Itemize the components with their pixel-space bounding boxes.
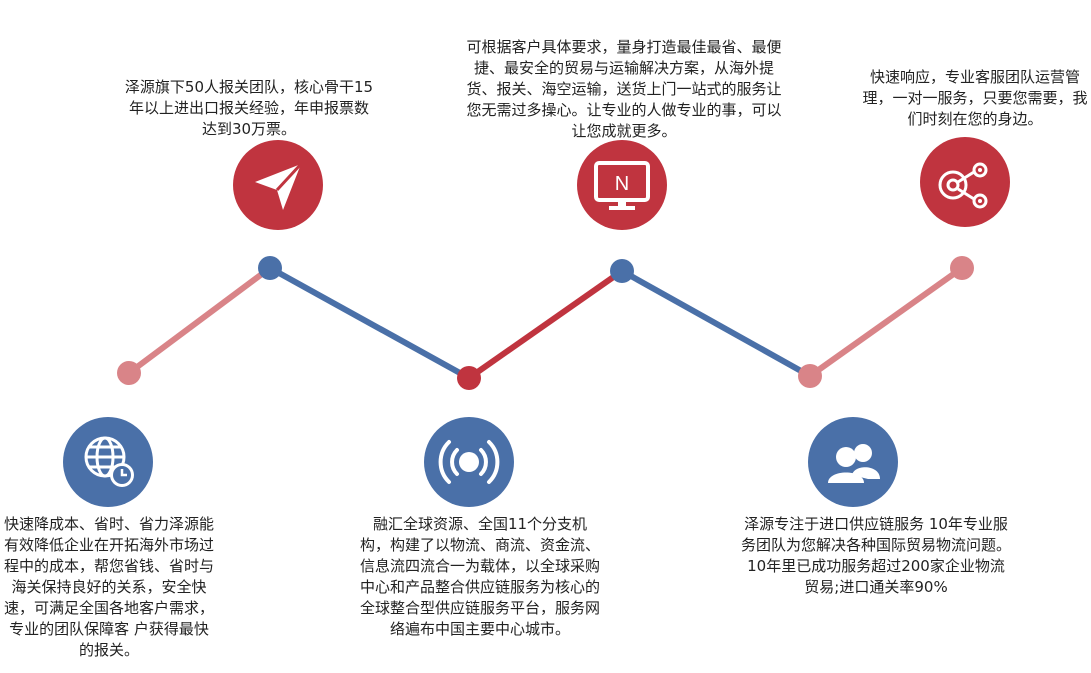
step-cost-text: 快速降成本、省时、省力泽源能有效降低企业在开拓海外市场过程中的成本，帮您省钱、省… bbox=[4, 515, 215, 659]
paper-plane-icon bbox=[233, 140, 323, 230]
step-response-text: 快速响应，专业客服团队运营管理，一对一服务，只要您需要，我们时刻在您的身边。 bbox=[862, 68, 1088, 128]
broadcast-icon bbox=[424, 417, 514, 507]
connector-segment-1 bbox=[127, 265, 272, 376]
node-cost bbox=[117, 361, 141, 385]
node-solution bbox=[610, 259, 634, 283]
node-response bbox=[950, 256, 974, 280]
users-icon bbox=[808, 417, 898, 507]
step-team-text: 泽源旗下50人报关团队，核心骨干15年以上进出口报关经验，年申报票数达到30万票… bbox=[124, 78, 374, 138]
globe-clock-icon bbox=[63, 417, 153, 507]
step-resources-text: 融汇全球资源、全国11个分支机构，构建了以物流、商流、资金流、信息流四流合一为载… bbox=[360, 515, 601, 638]
node-resources bbox=[457, 366, 481, 390]
svg-text:N: N bbox=[615, 173, 629, 195]
step-solution-text: 可根据客户具体要求，量身打造最佳最省、最便捷、最安全的贸易与运输解决方案，从海外… bbox=[466, 38, 782, 140]
connector-segment-5 bbox=[808, 265, 964, 379]
monitor-icon: N bbox=[577, 140, 667, 230]
connector-segment-3 bbox=[467, 268, 624, 381]
connector-segment-4 bbox=[620, 268, 812, 379]
target-share-icon bbox=[920, 137, 1010, 227]
connector-segment-2 bbox=[268, 265, 471, 381]
step-supply-text: 泽源专注于进口供应链服务 10年专业服务团队为您解决各种国际贸易物流问题。10年… bbox=[741, 515, 1012, 596]
node-supply bbox=[798, 364, 822, 388]
node-team bbox=[258, 256, 282, 280]
